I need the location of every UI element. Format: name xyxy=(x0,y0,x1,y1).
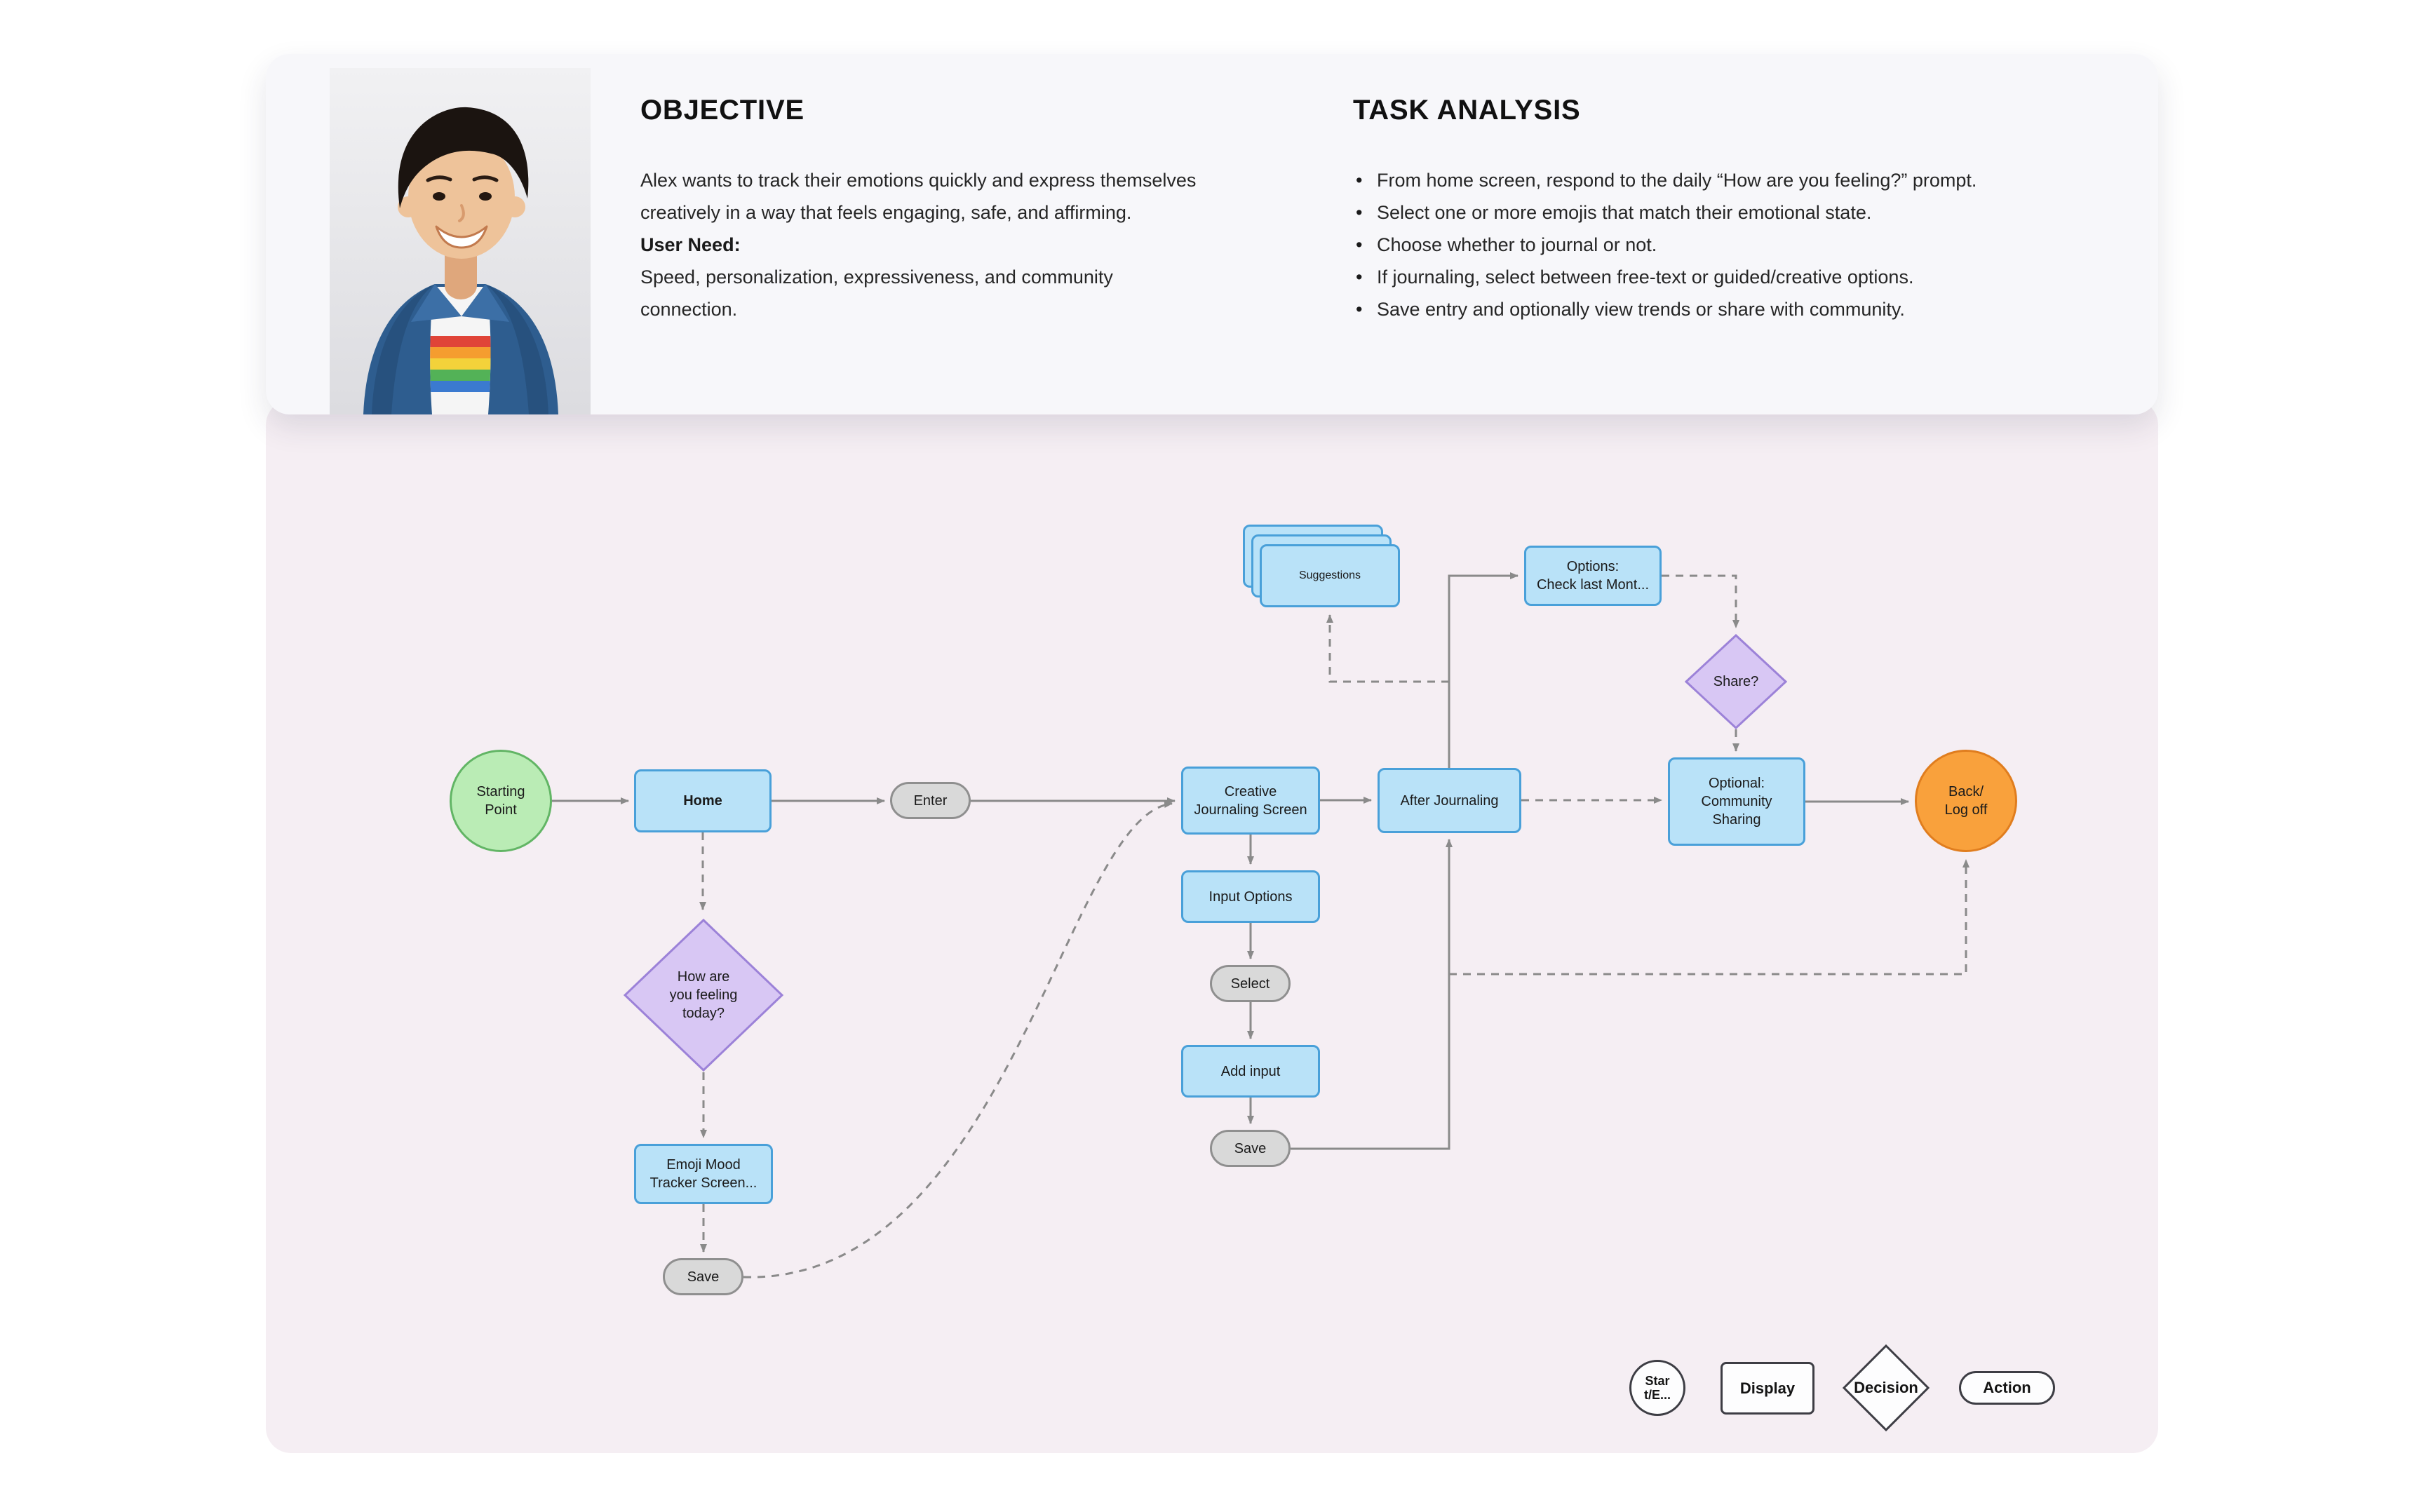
node-starting-point: Starting Point xyxy=(450,750,552,852)
node-label: Enter xyxy=(913,792,948,809)
node-label: Creative Journaling Screen xyxy=(1194,783,1307,818)
node-label: Add input xyxy=(1220,1063,1281,1079)
node-community-sharing: Optional: Community Sharing xyxy=(1668,757,1805,846)
profile-header-card: OBJECTIVE Alex wants to track their emot… xyxy=(266,54,2158,414)
task-bullet: Choose whether to journal or not. xyxy=(1353,229,2139,261)
node-emoji-mood-tracker: Emoji Mood Tracker Screen... xyxy=(634,1144,773,1204)
legend-display: Display xyxy=(1721,1362,1814,1415)
node-label: Starting Point xyxy=(476,784,525,818)
legend-start-end: Star t/E... xyxy=(1629,1360,1685,1416)
objective-body: Alex wants to track their emotions quick… xyxy=(640,170,1197,223)
edge-loop-to-back xyxy=(1449,859,1969,976)
legend-decision: Decision xyxy=(1843,1344,1930,1431)
node-label: Save xyxy=(1234,1140,1267,1156)
task-analysis-title: TASK ANALYSIS xyxy=(1353,95,1581,126)
decision-diamond-shape xyxy=(1685,634,1787,729)
persona-photo xyxy=(330,68,591,414)
node-back-log-off: Back/ Log off xyxy=(1915,750,2017,852)
task-analysis-section: TASK ANALYSIS From home screen, respond … xyxy=(1353,95,2139,325)
node-label: Optional: Community Sharing xyxy=(1701,776,1772,828)
edge-options-to-share xyxy=(1662,574,1739,628)
task-analysis-list: From home screen, respond to the daily “… xyxy=(1353,164,2139,325)
node-label: Home xyxy=(683,793,722,809)
legend-diamond-shape xyxy=(1843,1344,1930,1431)
node-add-input: Add input xyxy=(1181,1045,1320,1098)
user-need-label: User Need: xyxy=(640,234,741,255)
node-label: Share? xyxy=(1713,674,1759,689)
node-label: Suggestions xyxy=(1298,569,1361,581)
node-after-journaling: After Journaling xyxy=(1378,768,1521,833)
flow-connectors xyxy=(552,572,1969,1278)
node-label: Select xyxy=(1230,976,1270,992)
node-label: Input Options xyxy=(1208,889,1293,905)
decision-diamond-shape xyxy=(623,918,784,1072)
node-save-mood: Save xyxy=(663,1258,743,1295)
node-creative-journaling: Creative Journaling Screen xyxy=(1181,767,1320,835)
legend-action: Action xyxy=(1959,1371,2055,1405)
user-need-text: Speed, personalization, expressiveness, … xyxy=(640,266,1113,320)
node-save-journal: Save xyxy=(1210,1130,1291,1167)
node-input-options: Input Options xyxy=(1181,870,1320,923)
node-home: Home xyxy=(634,769,772,832)
task-bullet: From home screen, respond to the daily “… xyxy=(1353,164,2139,196)
node-enter: Enter xyxy=(890,782,971,819)
task-bullet: If journaling, select between free-text … xyxy=(1353,261,2139,293)
node-suggestions: Suggestions xyxy=(1243,525,1400,607)
edge-save-to-creative xyxy=(743,801,1173,1278)
node-label: Save xyxy=(687,1269,720,1285)
node-label: How are you feeling today? xyxy=(669,969,738,1021)
suggestions-card-front: Suggestions xyxy=(1260,544,1400,607)
node-options-check-trends: Options: Check last Mont... xyxy=(1524,546,1662,606)
node-label: Options: Check last Mont... xyxy=(1536,559,1650,593)
node-select: Select xyxy=(1210,965,1291,1002)
node-label: Emoji Mood Tracker Screen... xyxy=(649,1157,758,1191)
legend-label: Decision xyxy=(1854,1379,1918,1396)
flowchart-canvas: Starting Point Home Enter How are you fe… xyxy=(266,400,2158,1453)
node-share-question: Share? xyxy=(1685,634,1787,729)
edge-save-to-after xyxy=(1291,839,1453,1150)
edge-after-to-suggestions xyxy=(1326,614,1449,683)
node-label: After Journaling xyxy=(1400,792,1499,809)
node-feeling-question: How are you feeling today? xyxy=(623,918,784,1072)
edge-after-to-options xyxy=(1448,572,1519,768)
task-bullet: Select one or more emojis that match the… xyxy=(1353,196,2139,229)
legend-label: Action xyxy=(1983,1379,2031,1396)
task-bullet: Save entry and optionally view trends or… xyxy=(1353,293,2139,325)
objective-section: OBJECTIVE Alex wants to track their emot… xyxy=(640,95,1286,325)
node-label: Back/ Log off xyxy=(1944,784,1988,818)
legend-label: Display xyxy=(1739,1379,1796,1397)
objective-title: OBJECTIVE xyxy=(640,95,804,126)
legend-label: Star t/E... xyxy=(1643,1374,1671,1402)
